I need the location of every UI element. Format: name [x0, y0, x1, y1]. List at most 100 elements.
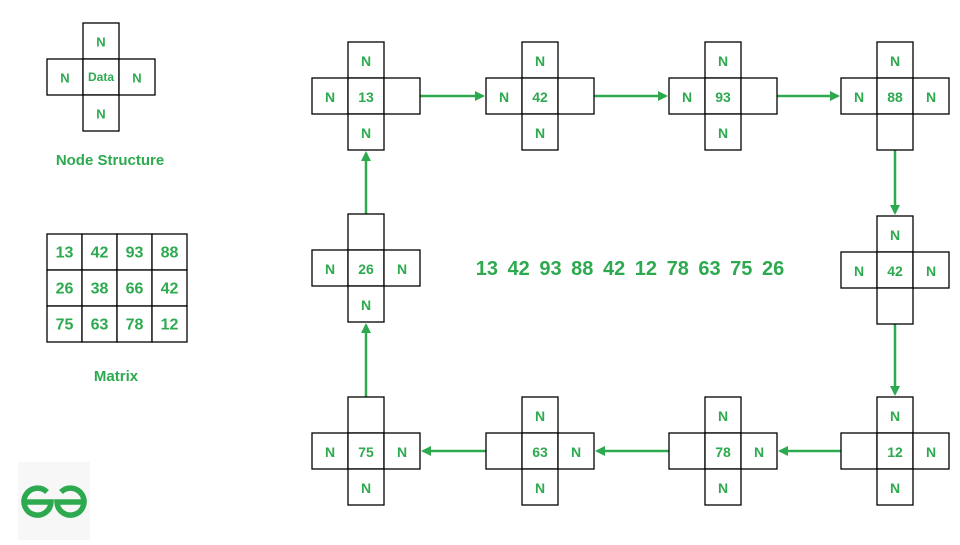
node-bottom-cell — [347, 113, 385, 151]
node-value: 12 — [887, 444, 903, 460]
matrix-cell-value: 75 — [56, 317, 74, 334]
node-left-cell — [668, 432, 706, 470]
node-right-cell — [383, 249, 421, 287]
matrix-cell-value: 38 — [91, 281, 109, 298]
node-left-label: N — [854, 263, 864, 279]
logo-mark — [21, 485, 87, 518]
node-value: 88 — [887, 89, 903, 105]
legend-data-label: Data — [88, 70, 114, 84]
node-bottom-cell — [876, 113, 914, 151]
matrix-cell — [151, 305, 188, 343]
legend-data-cell — [82, 58, 120, 96]
node-left-cell — [840, 251, 878, 289]
legend-top-cell — [82, 22, 120, 60]
node-right-cell — [557, 432, 595, 470]
node-right-label: N — [926, 89, 936, 105]
legend-right-cell — [118, 58, 156, 96]
traversal-sequence: 13 42 93 88 42 12 78 63 75 26 — [475, 258, 785, 280]
node-left-cell — [311, 249, 349, 287]
matrix-cell-value: 93 — [126, 245, 144, 262]
node-bottom-label: N — [535, 480, 545, 496]
node-top-cell — [347, 41, 385, 79]
node-right-label: N — [397, 261, 407, 277]
node-top-label: N — [361, 53, 371, 69]
node-bottom-cell — [521, 113, 559, 151]
matrix-caption: Matrix — [93, 368, 139, 385]
node-top-label: N — [890, 408, 900, 424]
node-top-label: N — [890, 53, 900, 69]
matrix-cell-value: 78 — [126, 317, 144, 334]
geeksforgeeks-logo-icon — [18, 462, 90, 540]
node-top-cell — [704, 396, 742, 434]
node-left-cell — [668, 77, 706, 115]
node-value: 42 — [887, 263, 903, 279]
matrix-cell — [151, 269, 188, 307]
node-left-label: N — [325, 444, 335, 460]
matrix-cell-value: 42 — [161, 281, 179, 298]
node-right-label: N — [397, 444, 407, 460]
node-left-label: N — [325, 89, 335, 105]
node-value: 78 — [715, 444, 731, 460]
node-value: 63 — [532, 444, 548, 460]
node-bottom-cell — [521, 468, 559, 506]
node-bottom-cell — [704, 113, 742, 151]
node-top-cell — [704, 41, 742, 79]
node-value: 26 — [358, 261, 374, 277]
legend-top-label: N — [96, 35, 105, 50]
node-bottom-label: N — [718, 125, 728, 141]
node-top-label: N — [535, 408, 545, 424]
node-right-cell — [740, 432, 778, 470]
node-right-cell — [557, 77, 595, 115]
matrix-cell-value: 42 — [91, 245, 109, 262]
node-top-cell — [876, 41, 914, 79]
node-left-label: N — [854, 89, 864, 105]
node-left-cell — [840, 432, 878, 470]
matrix-cell-value: 26 — [56, 281, 74, 298]
matrix-cell-value: 12 — [161, 317, 179, 334]
node-bottom-label: N — [535, 125, 545, 141]
node-top-cell — [876, 215, 914, 253]
node-right-label: N — [754, 444, 764, 460]
node-left-label: N — [325, 261, 335, 277]
node-right-label: N — [926, 444, 936, 460]
node-right-cell — [383, 432, 421, 470]
node-center-cell — [876, 432, 914, 470]
node-right-cell — [383, 77, 421, 115]
matrix-cell-value: 88 — [161, 245, 179, 262]
matrix-cell-value: 66 — [126, 281, 144, 298]
legend-bottom-cell — [82, 94, 120, 132]
legend-left-cell — [46, 58, 84, 96]
node-left-cell — [485, 77, 523, 115]
node-left-label: N — [682, 89, 692, 105]
legend-left-label: N — [60, 71, 69, 86]
node-left-cell — [311, 432, 349, 470]
node-right-label: N — [926, 263, 936, 279]
node-bottom-label: N — [890, 480, 900, 496]
matrix-cell — [116, 233, 153, 271]
node-left-cell — [485, 432, 523, 470]
node-structure-legend: N N Data N N — [46, 22, 156, 132]
node-bottom-label: N — [361, 297, 371, 313]
matrix-cell — [116, 305, 153, 343]
node-center-cell — [521, 77, 559, 115]
node-center-cell — [521, 432, 559, 470]
node-bottom-cell — [876, 468, 914, 506]
node-top-cell — [521, 41, 559, 79]
node-bottom-label: N — [361, 125, 371, 141]
node-top-label: N — [890, 227, 900, 243]
node-top-cell — [347, 213, 385, 251]
matrix-node: N N 88 N — [840, 41, 950, 151]
node-right-cell — [740, 77, 778, 115]
node-top-label: N — [718, 408, 728, 424]
matrix-cell-value: 63 — [91, 317, 109, 334]
